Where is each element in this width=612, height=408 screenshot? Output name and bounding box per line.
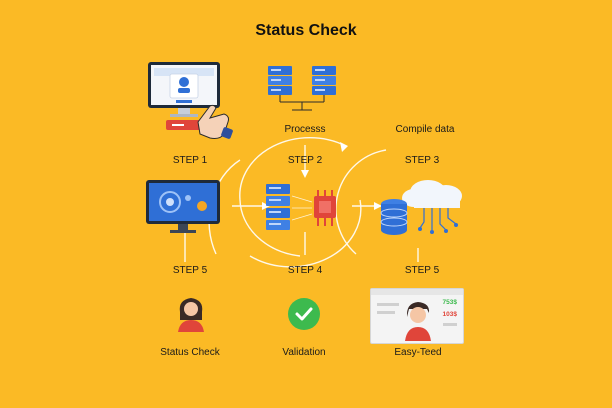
cloud-icon [402, 180, 462, 208]
arrowhead-top [340, 142, 348, 152]
arc-bottom [249, 199, 362, 268]
step-2-label: STEP 2 [287, 155, 323, 166]
validation-label: Validation [282, 347, 326, 358]
person-avatar-icon [178, 298, 204, 332]
server-chip-illustration [266, 184, 336, 230]
step-3-label: STEP 3 [404, 155, 440, 166]
server-network-icon [268, 66, 336, 111]
arc-top-left [239, 137, 347, 201]
page-title: Status Check [255, 22, 357, 39]
status-check-label: Status Check [160, 347, 220, 358]
server-left-icon [268, 66, 292, 95]
arc-left [239, 199, 301, 257]
step-1-label: STEP 1 [172, 155, 208, 166]
arrowhead-down [301, 170, 309, 178]
server-right-icon [312, 66, 336, 95]
value-top: 753$ [442, 299, 457, 306]
database-icon [380, 199, 408, 235]
step-5-right-label: STEP 5 [404, 265, 440, 276]
step-5-left-label: STEP 5 [172, 265, 208, 276]
user-avatar-icon [179, 77, 189, 87]
check-circle-icon [288, 298, 320, 330]
cloud-connections [419, 208, 457, 231]
easy-teed-label: Easy-Teed [394, 347, 442, 358]
person-icon [405, 302, 431, 341]
chip-icon [314, 190, 336, 226]
arrowhead-1 [262, 202, 270, 210]
value-bottom: 103$ [442, 311, 457, 318]
compile-data-label: Compile data [395, 124, 455, 135]
monitor-illustration [146, 180, 220, 233]
database-cloud-illustration [380, 180, 462, 235]
arc-right [335, 149, 387, 255]
step-4-label: STEP 4 [287, 265, 323, 276]
arrowhead-2 [374, 202, 382, 210]
server-stack-icon [266, 184, 290, 230]
processs-label: Processs [284, 124, 326, 135]
profile-card: 753$ 103$ [370, 288, 464, 344]
gear-icon [159, 191, 181, 213]
pointing-hand-icon [197, 104, 229, 139]
monitor-hand-illustration [148, 62, 233, 139]
